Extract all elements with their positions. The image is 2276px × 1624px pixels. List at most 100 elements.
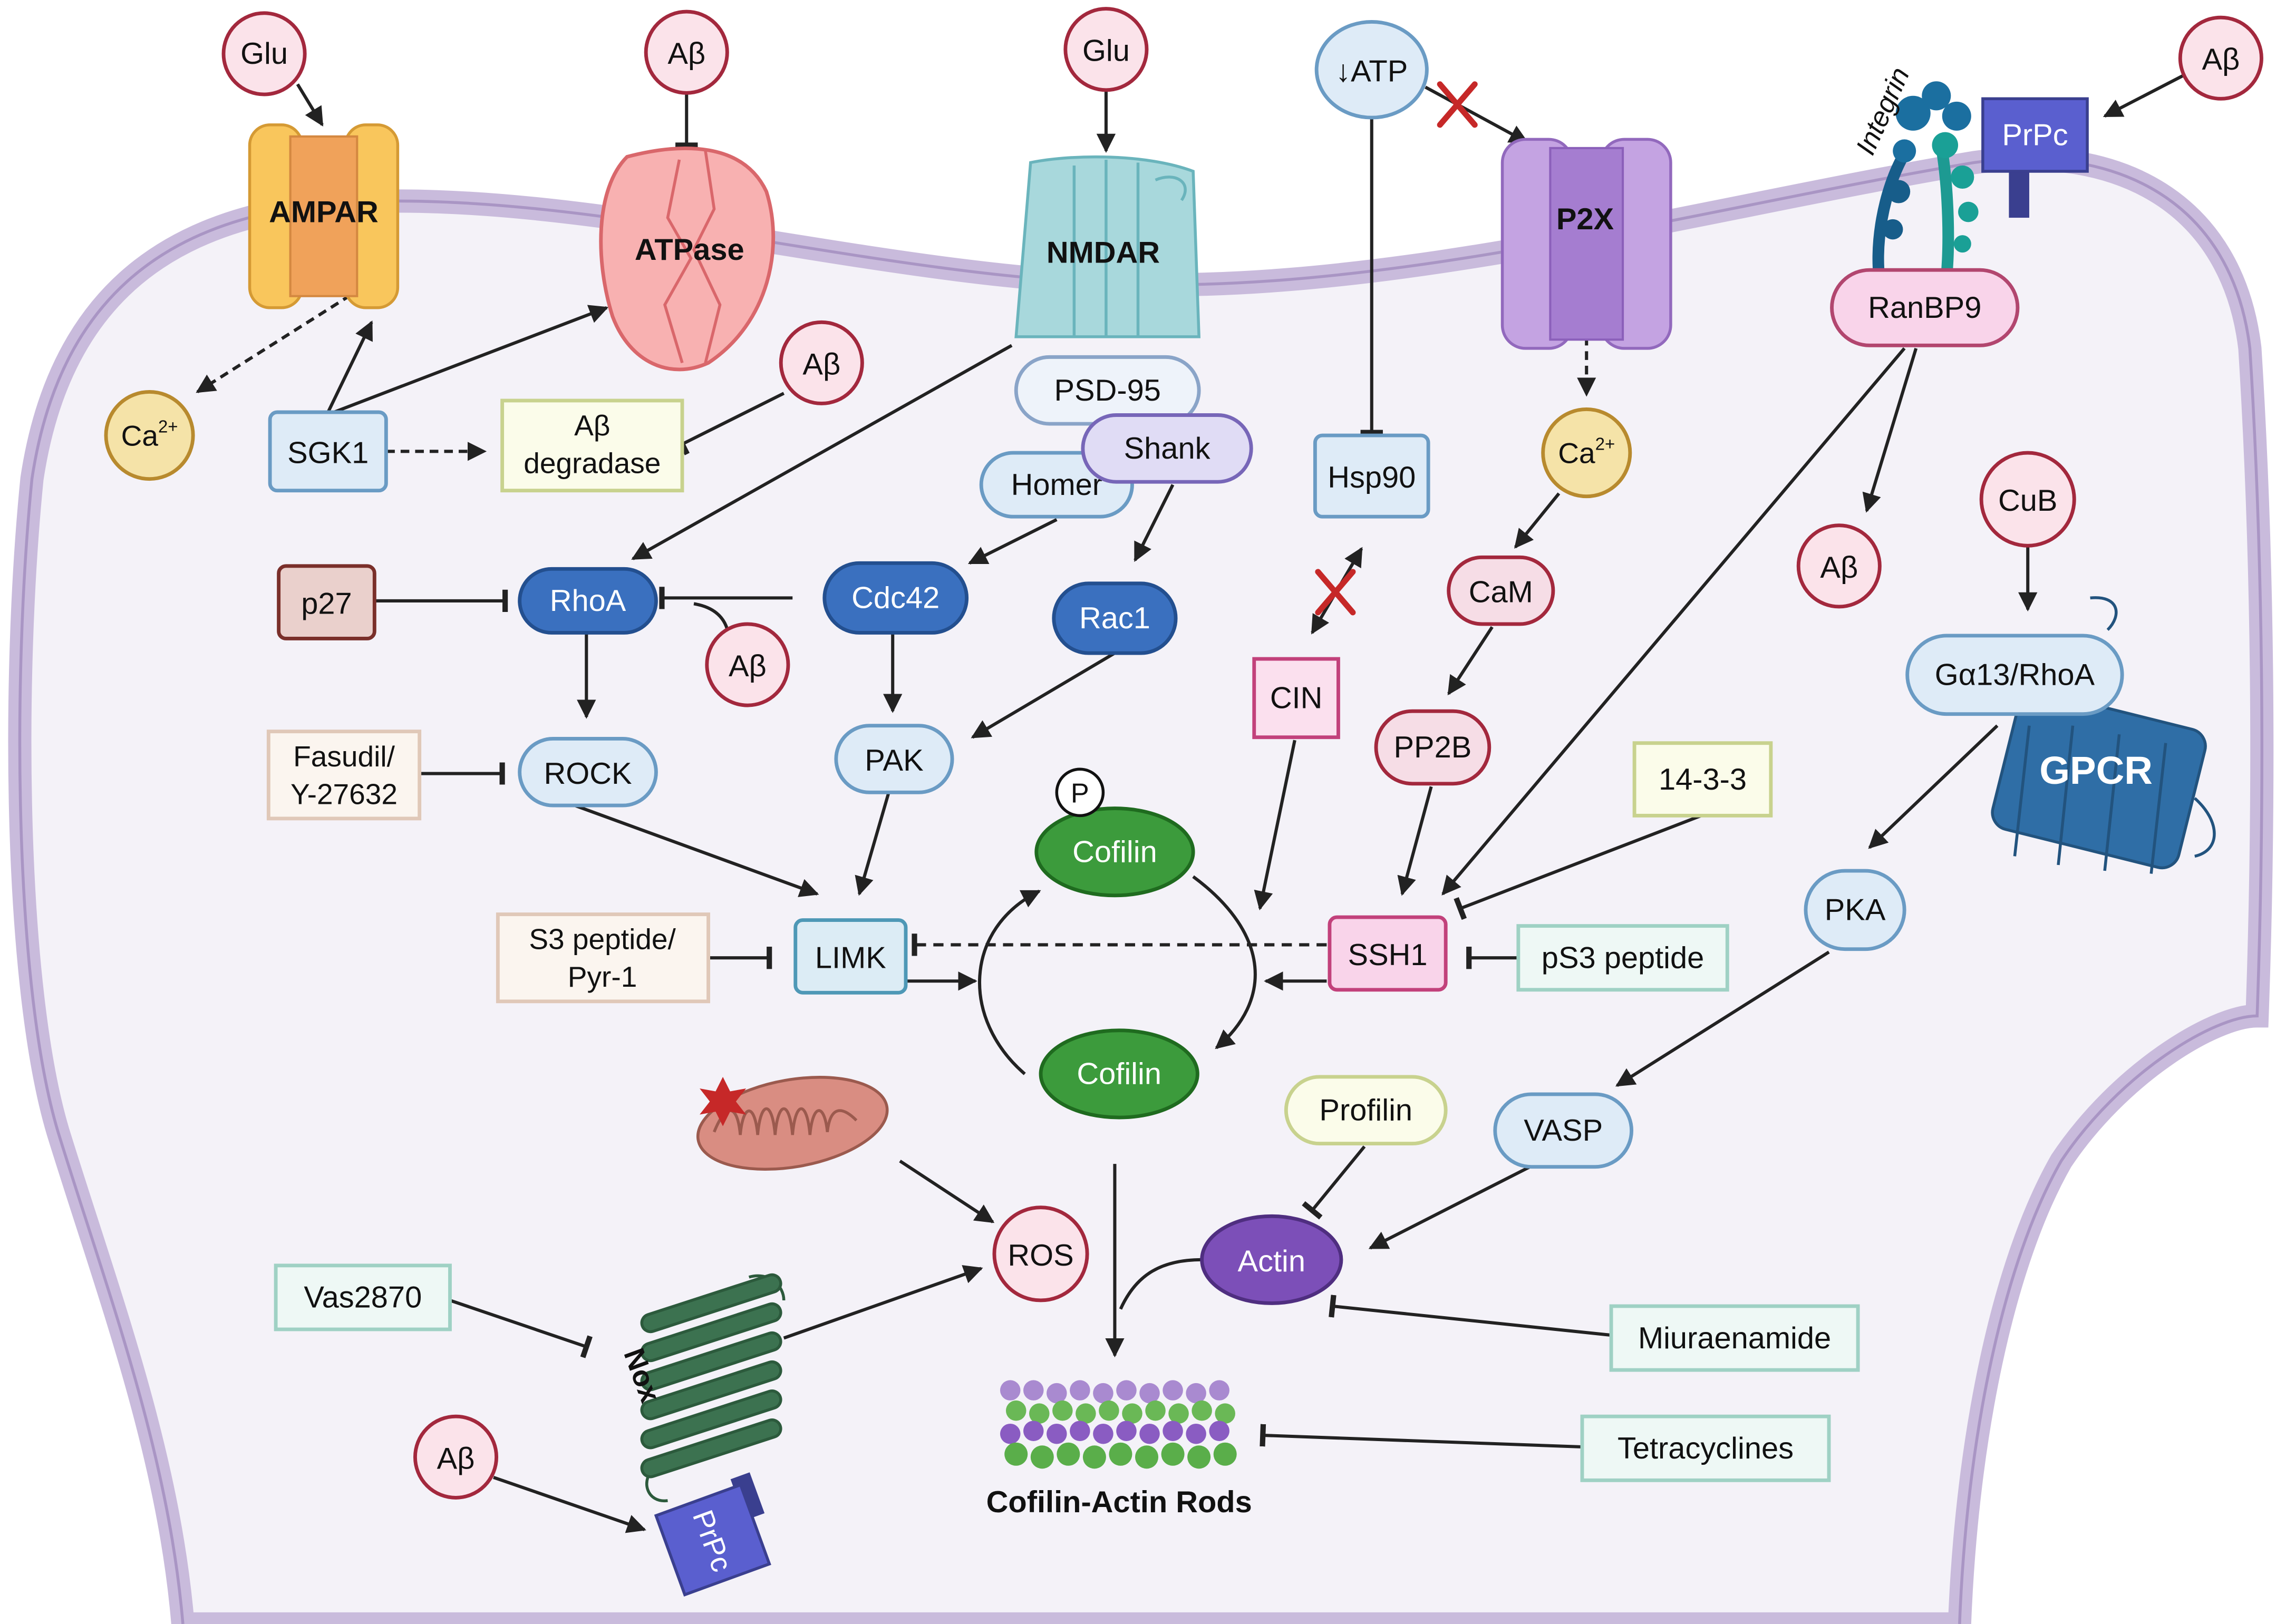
ros-node: ROS [992, 1205, 1089, 1302]
edge-1433-ssh1 [1454, 814, 1702, 920]
phosphate-badge [1055, 767, 1105, 818]
svg-text:PP2B: PP2B [1393, 731, 1471, 764]
svg-text:degradase: degradase [524, 447, 661, 480]
gpcr-label: GPCR [2039, 748, 2153, 792]
svg-text:Actin: Actin [1238, 1244, 1306, 1278]
rock-pill: ROCK [518, 737, 658, 808]
rods-label: Cofilin-Actin Rods [986, 1485, 1252, 1519]
svg-text:Ca2+: Ca2+ [121, 417, 178, 452]
pka-pill: PKA [1804, 869, 1906, 951]
edge-pp2b-ssh1 [1397, 786, 1433, 896]
prpc-bottom-receptor: PrPc [654, 1472, 771, 1597]
abeta-node-bottom-left: Aβ [413, 1414, 499, 1500]
edge-miuraenamide-actin [1329, 1295, 1612, 1337]
cam-pill: CaM [1447, 555, 1555, 626]
edge-ampar-ca [196, 286, 364, 394]
abeta-node-top-right: Aβ [2178, 15, 2263, 101]
svg-text:SSH1: SSH1 [1348, 938, 1428, 972]
nmdar-label: NMDAR [1047, 236, 1160, 269]
svg-text:Glu: Glu [1082, 34, 1130, 68]
glu-node-1: Glu [221, 11, 307, 96]
abeta-degradase-box: Aβ degradase [500, 398, 684, 493]
edge-nox-ros [783, 1265, 983, 1340]
edge-ga13-pka [1868, 724, 1999, 849]
svg-text:Hsp90: Hsp90 [1328, 461, 1416, 494]
edge-pak-limk [855, 793, 890, 896]
light-nodes: SGK1 PSD-95 Homer Hsp90 ROCK PAK LIMK Gα… [268, 355, 2124, 1169]
edge-actin-rods [1119, 1258, 1202, 1310]
ga13-pill: Gα13/RhoA [1905, 634, 2124, 716]
atp-node: ↓ATP [1314, 20, 1429, 120]
limk-box: LIMK [793, 918, 908, 995]
svg-text:Vas2870: Vas2870 [304, 1281, 422, 1315]
p2x-label: P2X [1556, 202, 1614, 236]
svg-text:RhoA: RhoA [550, 584, 626, 618]
vasp-pill: VASP [1493, 1092, 1634, 1169]
ampar-channel: AMPAR [248, 123, 400, 309]
pp2b-pill: PP2B [1374, 709, 1491, 786]
edge-homer-cdc42 [967, 518, 1058, 565]
miuraenamide-box: Miuraenamide [1609, 1304, 1860, 1372]
rac1-pill: Rac1 [1052, 581, 1178, 655]
edge-rac1-pak [971, 651, 1116, 739]
p2x-channel: P2X [1500, 138, 1672, 350]
edge-glu-ampar [296, 83, 324, 127]
ca-node-left: Ca2+ [104, 390, 195, 481]
svg-text:PSD-95: PSD-95 [1054, 374, 1160, 407]
edge-ranbp9-abeta [1862, 347, 1918, 513]
svg-text:Glu: Glu [240, 37, 288, 71]
profilin-pill: Profilin [1284, 1075, 1448, 1146]
psd95-pill: PSD-95 [1014, 355, 1201, 426]
abeta-node-degradase: Aβ [779, 320, 864, 405]
blocked-marks [1315, 81, 1478, 616]
svg-text:Ca2+: Ca2+ [1558, 434, 1615, 470]
p27-box: p27 [277, 564, 376, 640]
svg-text:Y-27632: Y-27632 [290, 777, 398, 810]
abeta-node-ranbp9: Aβ [1796, 523, 1882, 609]
svg-text:CuB: CuB [1998, 484, 2057, 518]
ca-node-mid: Ca2+ [1541, 407, 1632, 499]
edge-ca-cam [1514, 492, 1561, 549]
shank-pill: Shank [1081, 413, 1253, 484]
tetracyclines-box: Tetracyclines [1580, 1414, 1831, 1482]
ps3-peptide-box: pS3 peptide [1516, 924, 1729, 992]
cdc42-pill: Cdc42 [822, 561, 969, 635]
nox-enzyme: Nox [617, 1273, 786, 1503]
gpcr-receptor: GPCR [1991, 596, 2216, 874]
svg-text:LIMK: LIMK [815, 941, 886, 975]
prpc-top-receptor: PrPc [1981, 97, 2089, 218]
svg-text:Cofilin: Cofilin [1072, 835, 1157, 869]
edge-pka-vasp [1615, 950, 1830, 1087]
svg-text:PKA: PKA [1825, 893, 1886, 927]
ampar-label: AMPAR [269, 195, 379, 229]
actin-node: Actin [1200, 1214, 1343, 1305]
svg-text:VASP: VASP [1524, 1114, 1603, 1148]
edge-shank-rac1 [1134, 484, 1175, 562]
cofilin-phospho-node: Cofilin P [1034, 767, 1195, 898]
svg-text:Aβ: Aβ [2202, 43, 2240, 76]
svg-text:PAK: PAK [865, 744, 923, 777]
edge-atp-p2x [1425, 85, 1529, 144]
abeta-node-1: Aβ [644, 9, 729, 95]
svg-text:ROCK: ROCK [544, 757, 632, 791]
svg-text:SGK1: SGK1 [287, 436, 369, 470]
svg-text:Aβ: Aβ [574, 409, 610, 442]
nmdar-channel: NMDAR [1014, 155, 1200, 338]
ligands: Glu Aβ Glu Aβ Aβ Aβ CuB Aβ ROS Aβ [221, 7, 2263, 1500]
svg-text:CaM: CaM [1469, 576, 1533, 609]
cofilin-actin-rods-figure: Cofilin-Actin Rods [986, 1380, 1252, 1519]
edge-abeta-degradase [674, 392, 785, 455]
edge-cam-pp2b [1447, 626, 1494, 696]
rho-gtpases: RhoA Cdc42 Rac1 [518, 561, 1178, 655]
sgk1-box: SGK1 [268, 410, 388, 493]
svg-text:Profilin: Profilin [1319, 1094, 1412, 1127]
svg-text:14-3-3: 14-3-3 [1659, 763, 1747, 796]
hsp90-box: Hsp90 [1313, 433, 1430, 519]
svg-text:Aβ: Aβ [1820, 551, 1858, 585]
fasudil-box: Fasudil/ Y-27632 [266, 730, 422, 821]
edge-abeta-prpc-bl [493, 1475, 646, 1533]
svg-text:Homer: Homer [1011, 468, 1102, 502]
edge-rock-limk [574, 804, 819, 897]
svg-text:Tetracyclines: Tetracyclines [1618, 1432, 1794, 1465]
